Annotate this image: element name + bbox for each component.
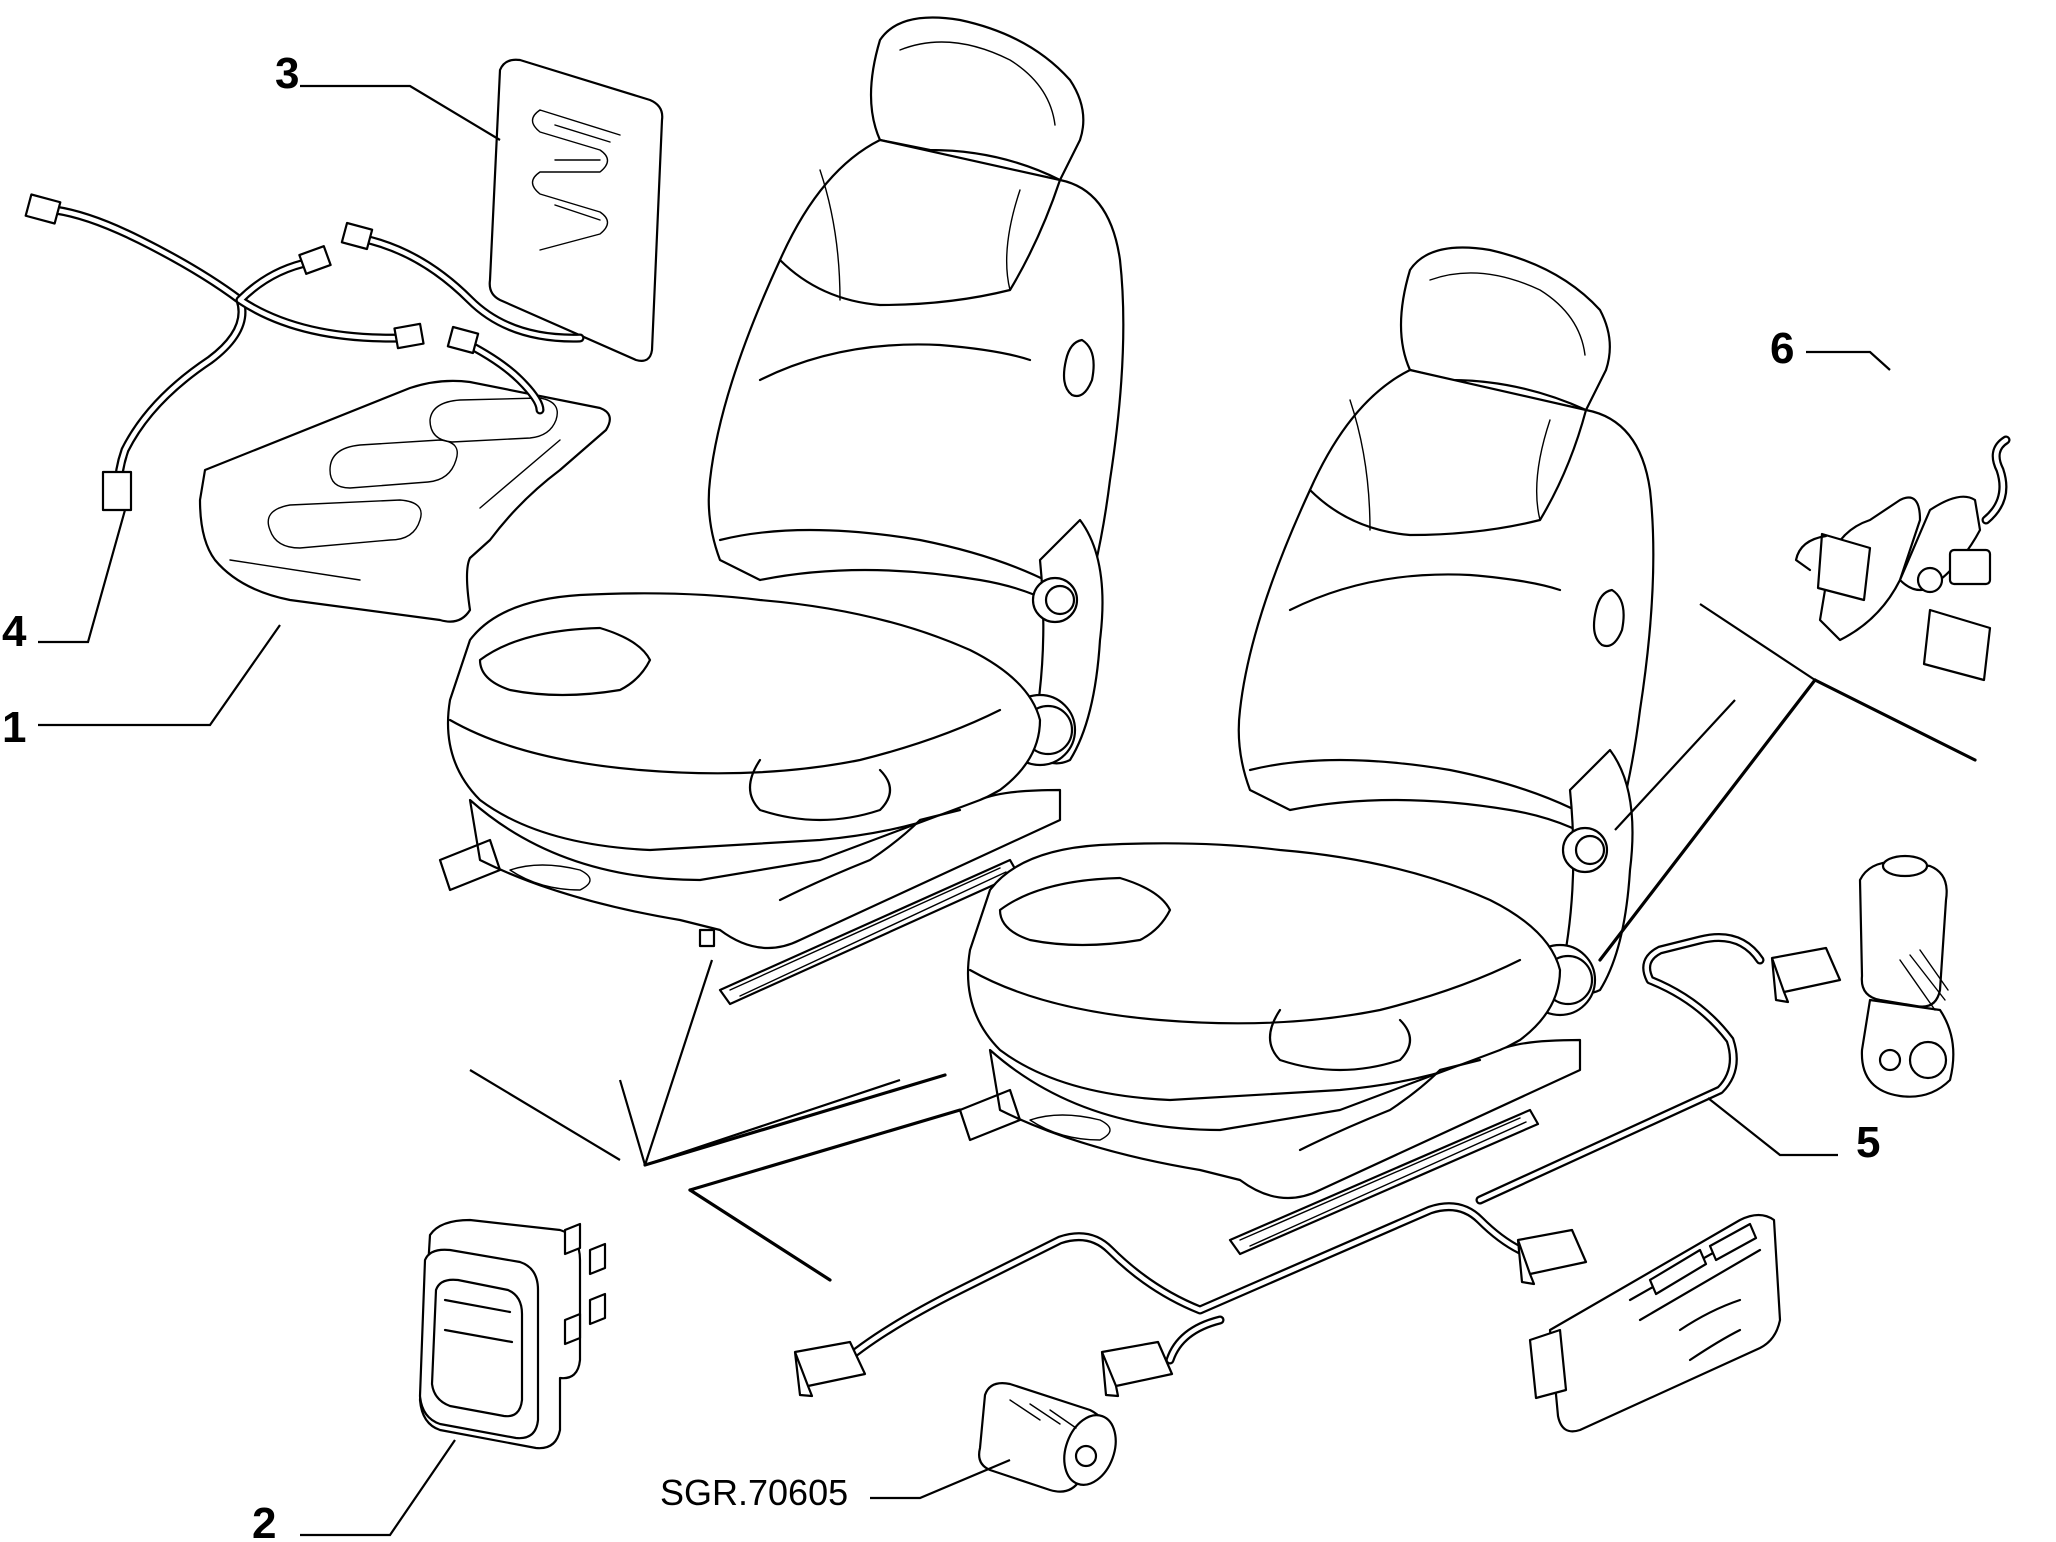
callout-2: 2	[252, 1499, 276, 1542]
reference-code: SGR.70605	[660, 1472, 848, 1513]
group-lines	[469, 603, 1977, 1282]
callout-6: 6	[1770, 324, 1794, 373]
left-seat	[438, 16, 1125, 1006]
part-3-backrest-heating-pad	[488, 58, 664, 362]
part-6-sensor-bracket	[1794, 435, 2011, 682]
leader-lines	[38, 84, 1891, 1537]
callout-5: 5	[1856, 1118, 1880, 1167]
callout-labels: 1 2 3 4 5 6 SGR.70605	[2, 49, 1880, 1542]
part-4-heating-harness	[24, 193, 585, 512]
part-5-seat-harness	[793, 933, 1842, 1398]
seat-motor-upper	[1858, 854, 1955, 1098]
callout-1: 1	[2, 703, 26, 752]
callout-3: 3	[275, 49, 299, 98]
part-2-switch	[418, 1218, 607, 1450]
seat-control-switch-panel	[1528, 1213, 1782, 1433]
callout-4: 4	[2, 607, 27, 656]
seat-motor-lower	[978, 1382, 1117, 1493]
part-1-cushion-heating-pad	[198, 379, 611, 623]
right-seat	[958, 246, 1655, 1256]
